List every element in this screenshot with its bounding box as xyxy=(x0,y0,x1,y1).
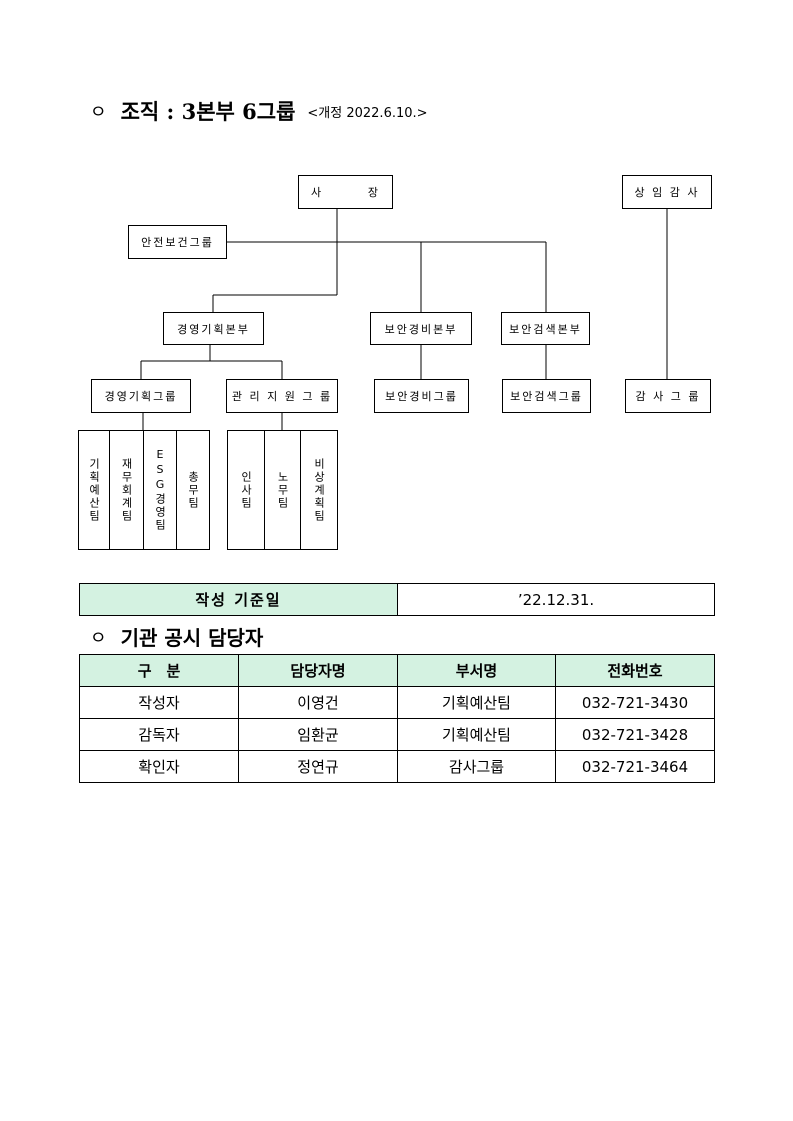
basis-value: ’22.12.31. xyxy=(397,583,715,616)
contact-title: 기관 공시 담당자 xyxy=(120,626,264,650)
safety-group-box: 안전보건그룹 xyxy=(128,225,227,259)
ceo-box: 사 장 xyxy=(298,175,393,209)
cell-dept: 기획예산팀 xyxy=(397,718,556,751)
header-role: 구 분 xyxy=(79,654,239,687)
ceo-label-1: 사 xyxy=(311,186,324,199)
cell-name: 이영건 xyxy=(238,686,398,719)
team-esg: ESG경영팀 xyxy=(143,430,177,550)
screening-group-box: 보안검색그룹 xyxy=(502,379,591,413)
security-group-box: 보안경비그룹 xyxy=(374,379,469,413)
team-general-affairs: 총무팀 xyxy=(176,430,210,550)
team-labor: 노무팀 xyxy=(264,430,301,550)
team-emergency: 비상계획팀 xyxy=(300,430,338,550)
team-finance: 재무회계팀 xyxy=(109,430,144,550)
cell-name: 임환균 xyxy=(238,718,398,751)
cell-role: 확인자 xyxy=(79,750,239,783)
team-budget: 기획예산팀 xyxy=(78,430,110,550)
cell-role: 작성자 xyxy=(79,686,239,719)
team-hr: 인사팀 xyxy=(227,430,265,550)
table-row: 작성 기준일 ’22.12.31. xyxy=(79,583,715,616)
table-header-row: 구 분 담당자명 부서명 전화번호 xyxy=(79,654,715,687)
bullet-icon: ㅇ xyxy=(90,627,107,649)
cell-phone: 032-721-3430 xyxy=(555,686,715,719)
cell-dept: 감사그룹 xyxy=(397,750,556,783)
basis-date-table: 작성 기준일 ’22.12.31. xyxy=(79,583,715,616)
screening-division-box: 보안검색본부 xyxy=(501,312,590,345)
mgmt-plan-group-box: 경영기획그룹 xyxy=(91,379,191,413)
auditor-box: 상 임 감 사 xyxy=(622,175,712,209)
header-dept: 부서명 xyxy=(397,654,556,687)
table-row: 확인자 정연규 감사그룹 032-721-3464 xyxy=(79,750,715,783)
org-heading: ㅇ 조직 : 3본부 6그룹 <개정 2022.6.10.> xyxy=(90,96,428,126)
table-row: 감독자 임환균 기획예산팀 032-721-3428 xyxy=(79,718,715,751)
cell-dept: 기획예산팀 xyxy=(397,686,556,719)
audit-group-box: 감 사 그 룹 xyxy=(625,379,711,413)
cell-phone: 032-721-3464 xyxy=(555,750,715,783)
security-division-box: 보안경비본부 xyxy=(370,312,472,345)
ceo-label-2: 장 xyxy=(367,186,380,199)
cell-name: 정연규 xyxy=(238,750,398,783)
table-row: 작성자 이영건 기획예산팀 032-721-3430 xyxy=(79,686,715,719)
org-revision: <개정 2022.6.10.> xyxy=(307,105,428,121)
contact-heading: ㅇ 기관 공시 담당자 xyxy=(90,622,263,651)
bullet-icon: ㅇ xyxy=(90,102,107,123)
org-title: 조직 : 3본부 6그룹 xyxy=(120,99,296,124)
cell-phone: 032-721-3428 xyxy=(555,718,715,751)
mgmt-division-box: 경영기획본부 xyxy=(163,312,264,345)
contacts-table: 구 분 담당자명 부서명 전화번호 작성자 이영건 기획예산팀 032-721-… xyxy=(79,654,715,783)
cell-role: 감독자 xyxy=(79,718,239,751)
basis-label: 작성 기준일 xyxy=(79,583,398,616)
header-phone: 전화번호 xyxy=(555,654,715,687)
header-name: 담당자명 xyxy=(238,654,398,687)
admin-group-box: 관 리 지 원 그 룹 xyxy=(226,379,338,413)
org-chart-connectors xyxy=(140,209,668,430)
